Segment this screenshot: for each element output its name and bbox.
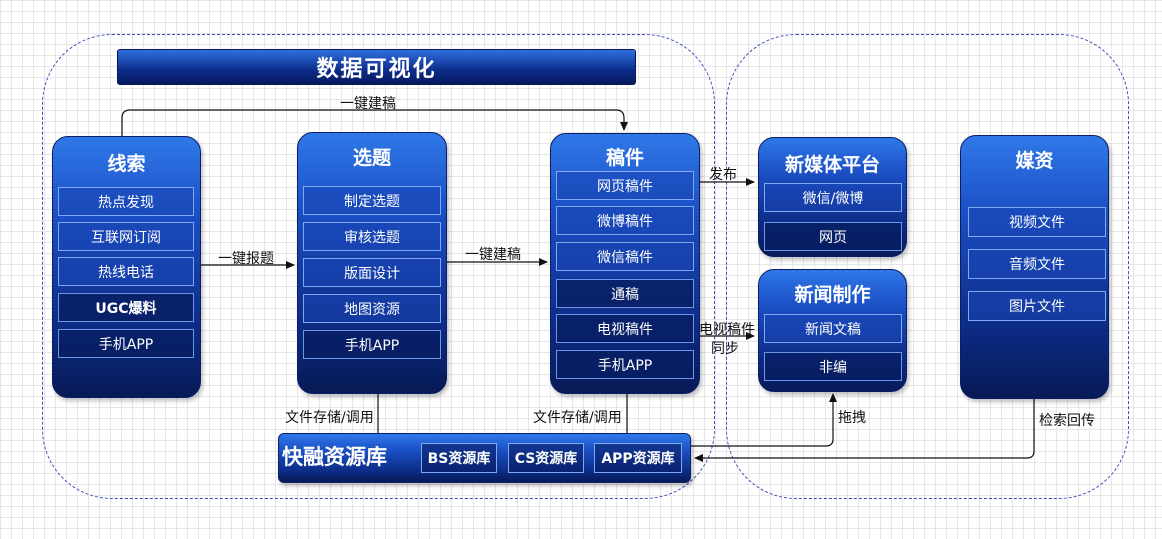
topic-item-map-resources[interactable]: 地图资源: [303, 294, 441, 323]
label-file-store-manuscript: 文件存储/调用: [533, 410, 622, 426]
manuscript-item-mobile-app[interactable]: 手机APP: [556, 350, 694, 379]
arrow-clue-to-manuscript-top: [121, 109, 628, 136]
clue-item-internet-subscription[interactable]: 互联网订阅: [58, 222, 194, 251]
label-publish: 发布: [709, 167, 737, 183]
panel-topic-title: 选题: [352, 147, 391, 169]
label-tv-sync: 电视稿件: [699, 322, 755, 338]
label-drag: 拖拽: [838, 410, 866, 426]
assets-item-video[interactable]: 视频文件: [968, 207, 1106, 237]
label-one-click-build-top: 一键建稿: [340, 96, 396, 112]
newmedia-item-web[interactable]: 网页: [764, 222, 902, 251]
topic-item-review[interactable]: 审核选题: [303, 222, 441, 251]
manuscript-item-tv[interactable]: 电视稿件: [556, 314, 694, 343]
assets-item-image[interactable]: 图片文件: [968, 291, 1106, 321]
clue-item-hotspot[interactable]: 热点发现: [58, 187, 194, 216]
left-region: [42, 34, 715, 499]
label-one-click-build-middle: 一键建稿: [465, 247, 521, 263]
clue-item-hotline[interactable]: 热线电话: [58, 257, 194, 286]
manuscript-item-wechat[interactable]: 微信稿件: [556, 242, 694, 271]
diagram-title: 数据可视化: [117, 49, 636, 85]
library-item-cs[interactable]: CS资源库: [508, 443, 584, 473]
manuscript-item-web[interactable]: 网页稿件: [556, 171, 694, 200]
topic-item-mobile-app[interactable]: 手机APP: [303, 330, 441, 359]
clue-item-mobile-app[interactable]: 手机APP: [58, 329, 194, 358]
manuscript-item-wire[interactable]: 通稿: [556, 279, 694, 308]
resource-library-title: 快融资源库: [282, 444, 387, 469]
panel-manuscript-title: 稿件: [605, 147, 644, 169]
clue-item-ugc[interactable]: UGC爆料: [58, 293, 194, 322]
panel-assets-title: 媒资: [1015, 150, 1054, 172]
arrow-library-to-newsprod: [691, 393, 837, 447]
panel-newsprod-title: 新闻制作: [794, 284, 871, 306]
library-item-app[interactable]: APP资源库: [594, 443, 682, 473]
newmedia-item-wechat-weibo[interactable]: 微信/微博: [764, 183, 902, 212]
newsprod-item-script[interactable]: 新闻文稿: [764, 314, 902, 343]
label-file-store-topic: 文件存储/调用: [285, 410, 374, 426]
assets-item-audio[interactable]: 音频文件: [968, 249, 1106, 279]
panel-clue-title: 线索: [107, 153, 146, 175]
right-region: [726, 34, 1129, 499]
label-tv-sync-2: 同步: [711, 341, 739, 357]
label-one-click-report: 一键报题: [218, 251, 274, 267]
topic-item-layout-design[interactable]: 版面设计: [303, 258, 441, 287]
manuscript-item-weibo[interactable]: 微博稿件: [556, 206, 694, 235]
panel-newmedia-title: 新媒体平台: [784, 154, 880, 176]
topic-item-define[interactable]: 制定选题: [303, 186, 441, 215]
newsprod-item-nle[interactable]: 非编: [764, 352, 902, 381]
arrow-assets-to-library: [694, 399, 1035, 462]
library-item-bs[interactable]: BS资源库: [421, 443, 497, 473]
label-search-return: 检索回传: [1039, 413, 1095, 429]
